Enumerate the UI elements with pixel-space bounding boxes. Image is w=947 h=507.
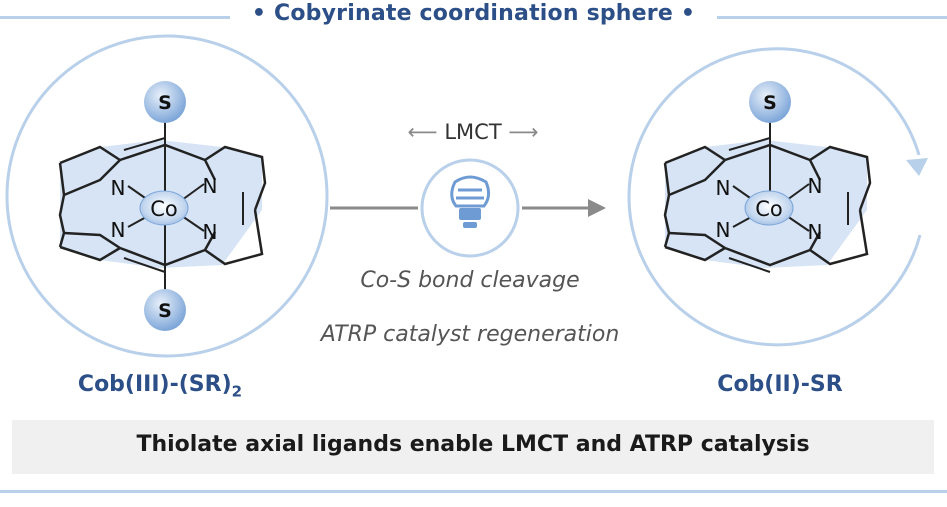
atrp-regeneration-text: ATRP catalyst regeneration — [320, 322, 620, 347]
left-bottom-s-label: S — [158, 300, 172, 322]
right-complex-label: Cob(II)-SR — [717, 372, 843, 397]
left-n2: N — [111, 218, 126, 242]
left-n1: N — [111, 176, 126, 200]
right-sphere-circle — [627, 47, 922, 347]
right-n2: N — [716, 218, 731, 242]
left-top-s-label: S — [158, 92, 172, 114]
left-top-s-ball — [144, 81, 186, 123]
right-co-label: Co — [755, 197, 783, 221]
left-bottom-s-ball — [144, 289, 186, 331]
caption-box — [12, 420, 934, 474]
left-sphere-circle — [5, 34, 329, 358]
header-title: • Cobyrinate coordination sphere • — [0, 1, 947, 26]
left-label-sub: 2 — [231, 382, 243, 401]
left-co-label: Co — [150, 197, 178, 221]
right-n1: N — [716, 176, 731, 200]
header-line-left — [0, 16, 230, 19]
left-n3: N — [203, 174, 218, 198]
lmct-dash-right: ⟶ — [508, 120, 539, 144]
left-n4: N — [203, 220, 218, 244]
left-co-ball — [139, 190, 189, 226]
left-label-main: Cob(III)-(SR) — [77, 372, 232, 397]
caption-text: Thiolate axial ligands enable LMCT and A… — [136, 432, 810, 457]
right-sphere-arrowhead — [906, 158, 928, 176]
lightbulb-icon — [450, 175, 491, 228]
co-s-cleavage-text: Co-S bond cleavage — [360, 268, 580, 293]
left-complex-label: Cob(III)-(SR)2 — [0, 372, 320, 400]
right-n4: N — [808, 220, 823, 244]
right-top-s-ball — [749, 81, 791, 123]
lmct-label-group: ⟵ LMCT ⟶ — [378, 120, 568, 144]
right-co-ball — [744, 190, 794, 226]
header-title-text: • Cobyrinate coordination sphere • — [241, 1, 706, 26]
right-top-s-label: S — [763, 92, 777, 114]
right-n3: N — [808, 174, 823, 198]
lmct-label: LMCT — [444, 120, 502, 144]
header-line-right — [717, 16, 947, 19]
bottom-divider — [0, 490, 947, 493]
lmct-dash-left: ⟵ — [407, 120, 438, 144]
arrow-head — [588, 199, 606, 217]
